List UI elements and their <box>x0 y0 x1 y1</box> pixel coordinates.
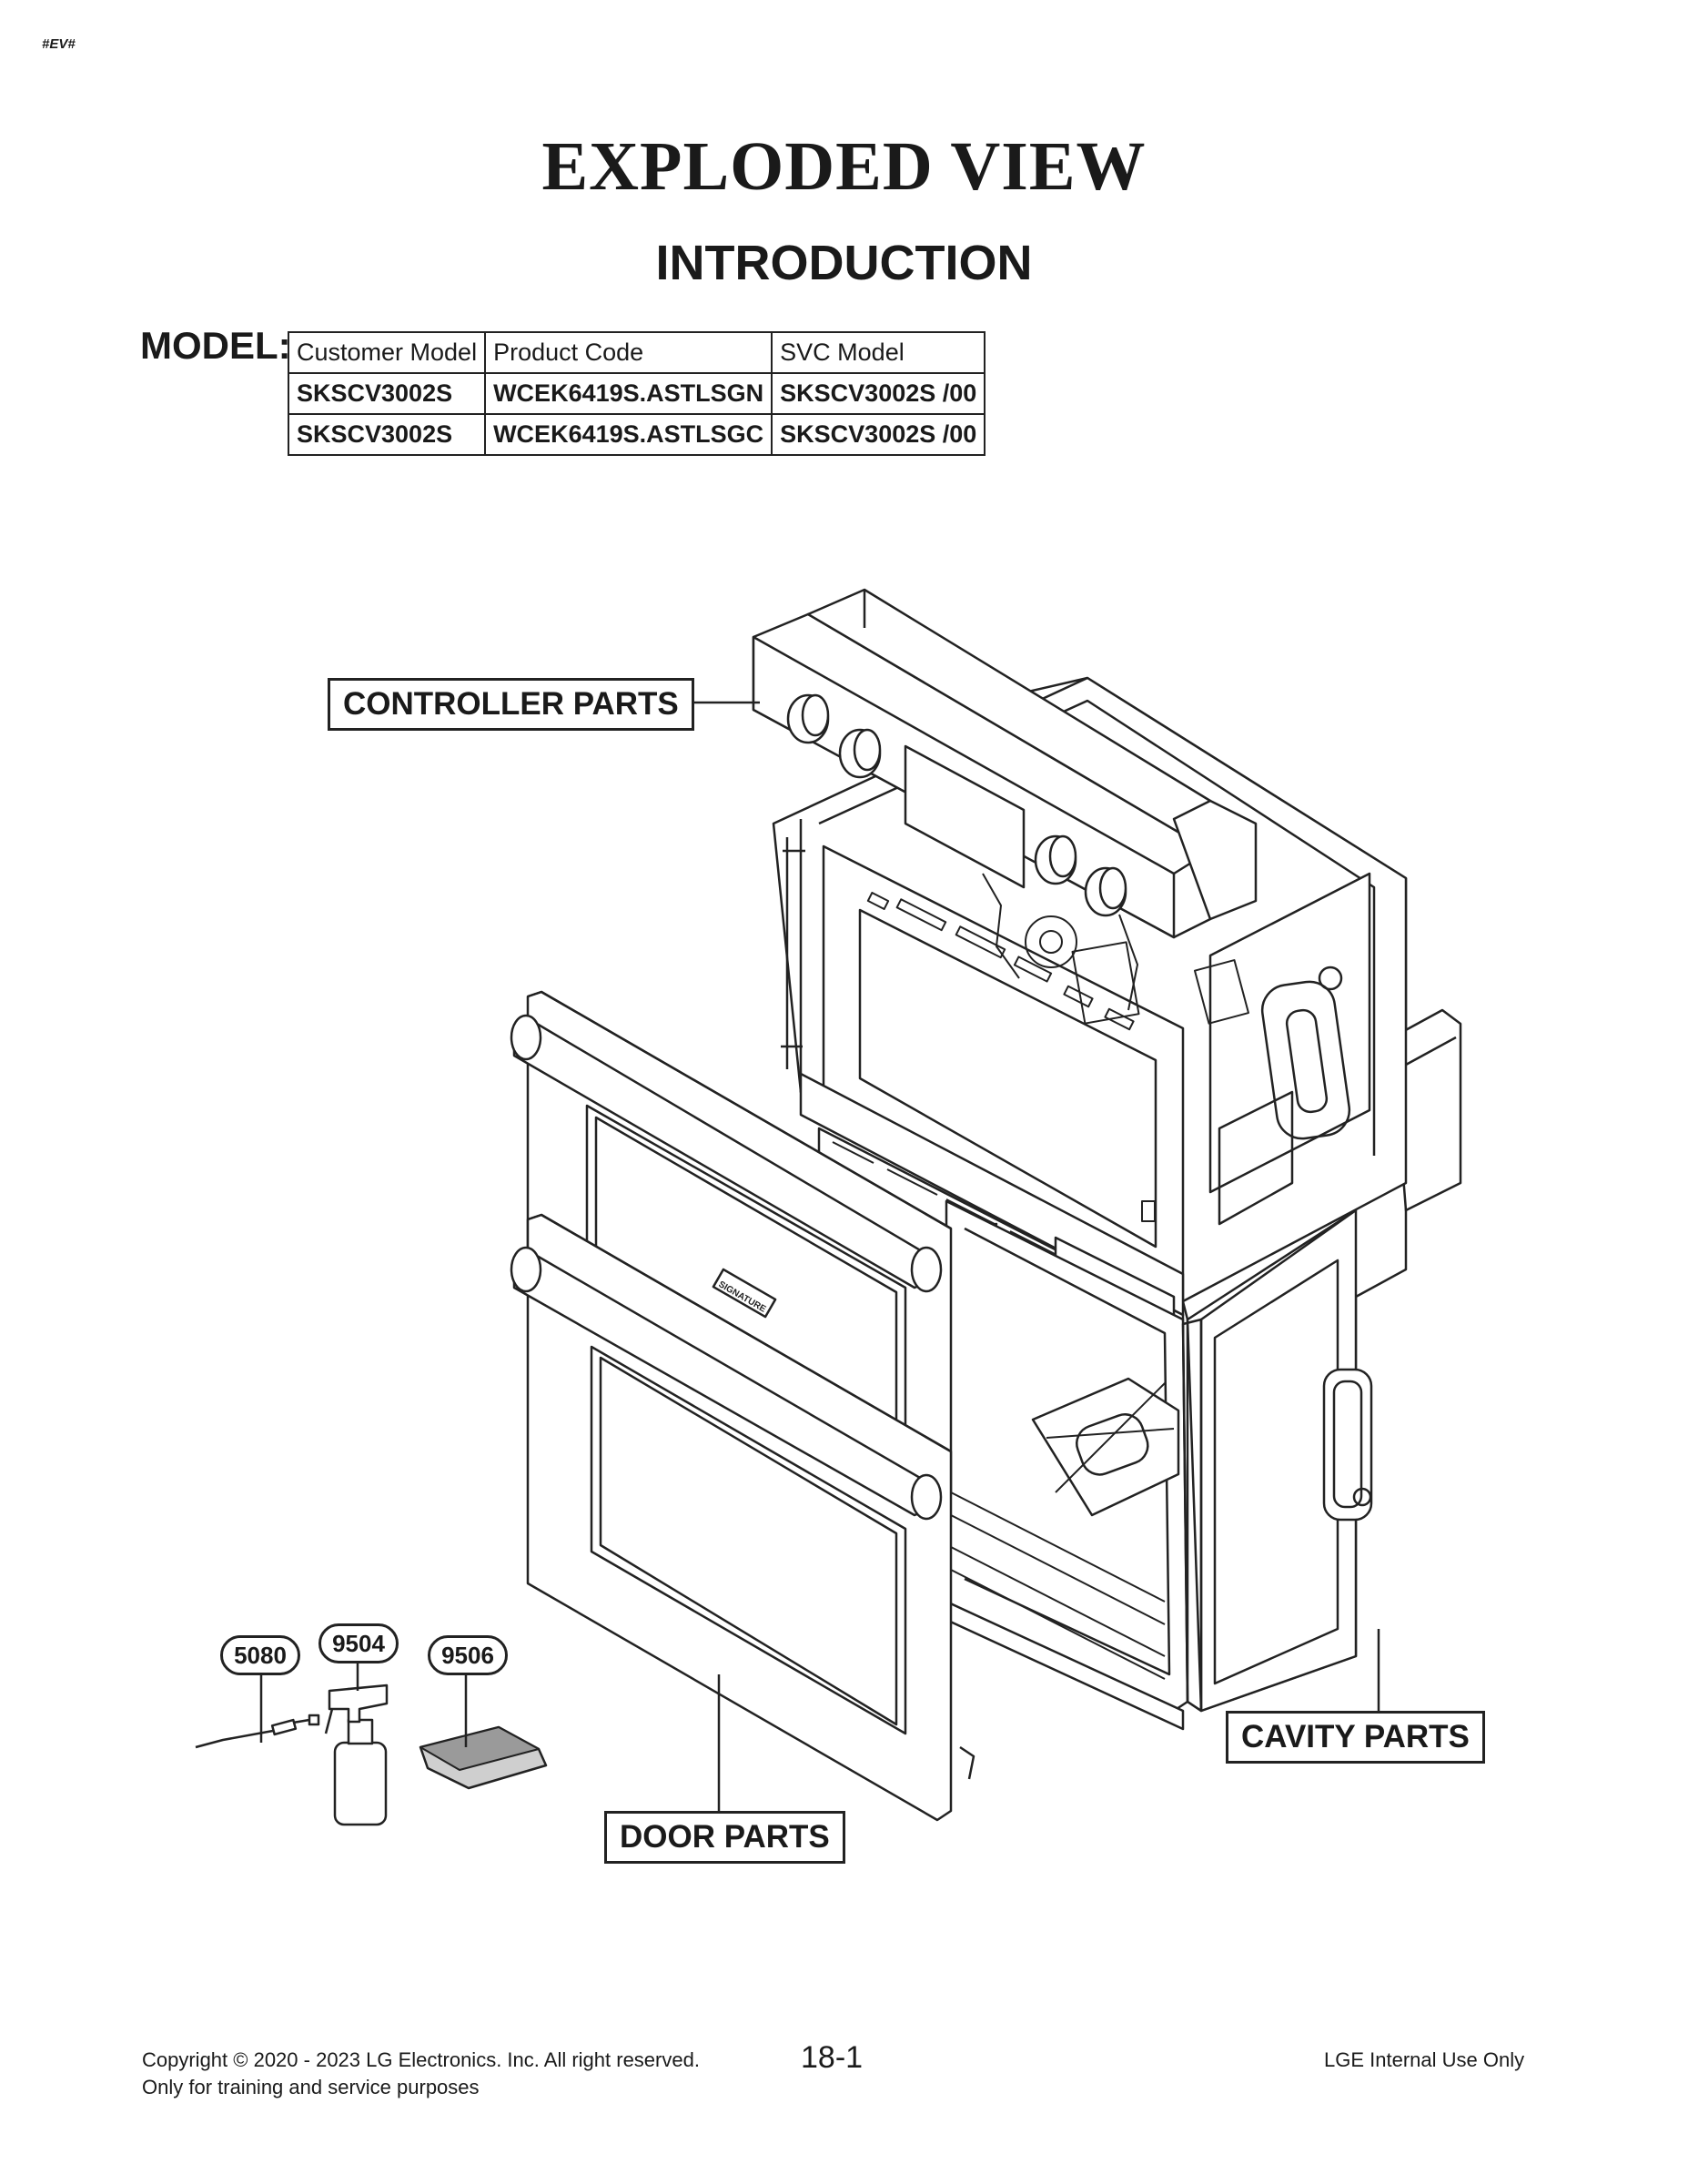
model-label: MODEL: <box>140 324 291 367</box>
table-row: SKSCV3002S WCEK6419S.ASTLSGN SKSCV3002S … <box>287 372 986 415</box>
callout-controller-parts: CONTROLLER PARTS <box>328 678 694 731</box>
table-row: SKSCV3002S WCEK6419S.ASTLSGC SKSCV3002S … <box>287 413 986 456</box>
footer-internal-use: LGE Internal Use Only <box>1324 2048 1525 2071</box>
model-table: Customer Model Product Code SVC Model SK… <box>287 331 986 456</box>
header-product-code: Product Code <box>484 331 773 374</box>
page-number: 18-1 <box>801 2040 864 2075</box>
cell-customer-model: SKSCV3002S <box>287 372 487 415</box>
page-subtitle: INTRODUCTION <box>655 236 1033 290</box>
cell-product-code: WCEK6419S.ASTLSGC <box>484 413 773 456</box>
cell-svc-model: SKSCV3002S /00 <box>771 372 986 415</box>
cell-customer-model: SKSCV3002S <box>287 413 487 456</box>
door-assembly <box>510 990 975 1822</box>
part-number-9506: 9506 <box>428 1635 508 1675</box>
callout-door-parts: DOOR PARTS <box>604 1811 845 1864</box>
page-tag: #EV# <box>42 36 76 52</box>
part-number-9504: 9504 <box>318 1623 399 1663</box>
header-svc-model: SVC Model <box>771 331 986 374</box>
header-customer-model: Customer Model <box>287 331 487 374</box>
part-number-5080: 5080 <box>220 1635 300 1675</box>
footer-note: Only for training and service purposes <box>142 2076 480 2098</box>
page-title: EXPLODED VIEW <box>541 128 1147 205</box>
accessories <box>195 1684 548 1826</box>
model-table-header-row: Customer Model Product Code SVC Model <box>287 331 986 374</box>
controller-panel <box>752 588 1258 939</box>
cell-svc-model: SKSCV3002S /00 <box>771 413 986 456</box>
footer-copyright: Copyright © 2020 - 2023 LG Electronics. … <box>142 2048 700 2071</box>
callout-cavity-parts: CAVITY PARTS <box>1226 1711 1485 1764</box>
cell-product-code: WCEK6419S.ASTLSGN <box>484 372 773 415</box>
